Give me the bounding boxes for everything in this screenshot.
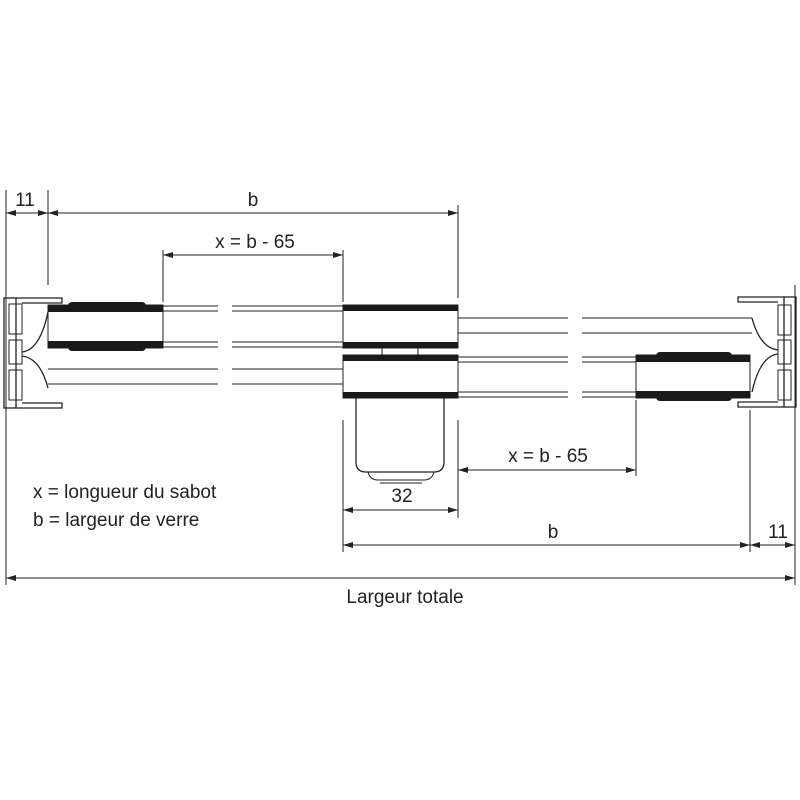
- lower-glass-pane: [458, 317, 752, 401]
- roller-cup: [355, 398, 445, 473]
- dim-upper-glass-width: b: [248, 190, 259, 211]
- left-wall-profile: [3, 297, 63, 409]
- dimension-lines: [6, 210, 795, 581]
- right-wall-profile: [737, 296, 797, 408]
- legend-b: b = largeur de verre: [33, 510, 199, 531]
- dim-lower-glass-width: b: [548, 522, 559, 543]
- dim-roller-width: 32: [391, 486, 412, 507]
- dim-left-profile: 11: [15, 190, 35, 211]
- dim-right-profile: 11: [768, 522, 788, 543]
- dim-upper-shoe-length: x = b - 65: [215, 232, 295, 253]
- upper-glass-pane: [47, 302, 343, 385]
- dim-lower-shoe-length: x = b - 65: [508, 446, 588, 467]
- legend-x: x = longueur du sabot: [33, 482, 217, 503]
- dim-total-width: Largeur totale: [346, 587, 463, 608]
- extension-lines: [5, 190, 796, 585]
- central-slider: [342, 304, 459, 484]
